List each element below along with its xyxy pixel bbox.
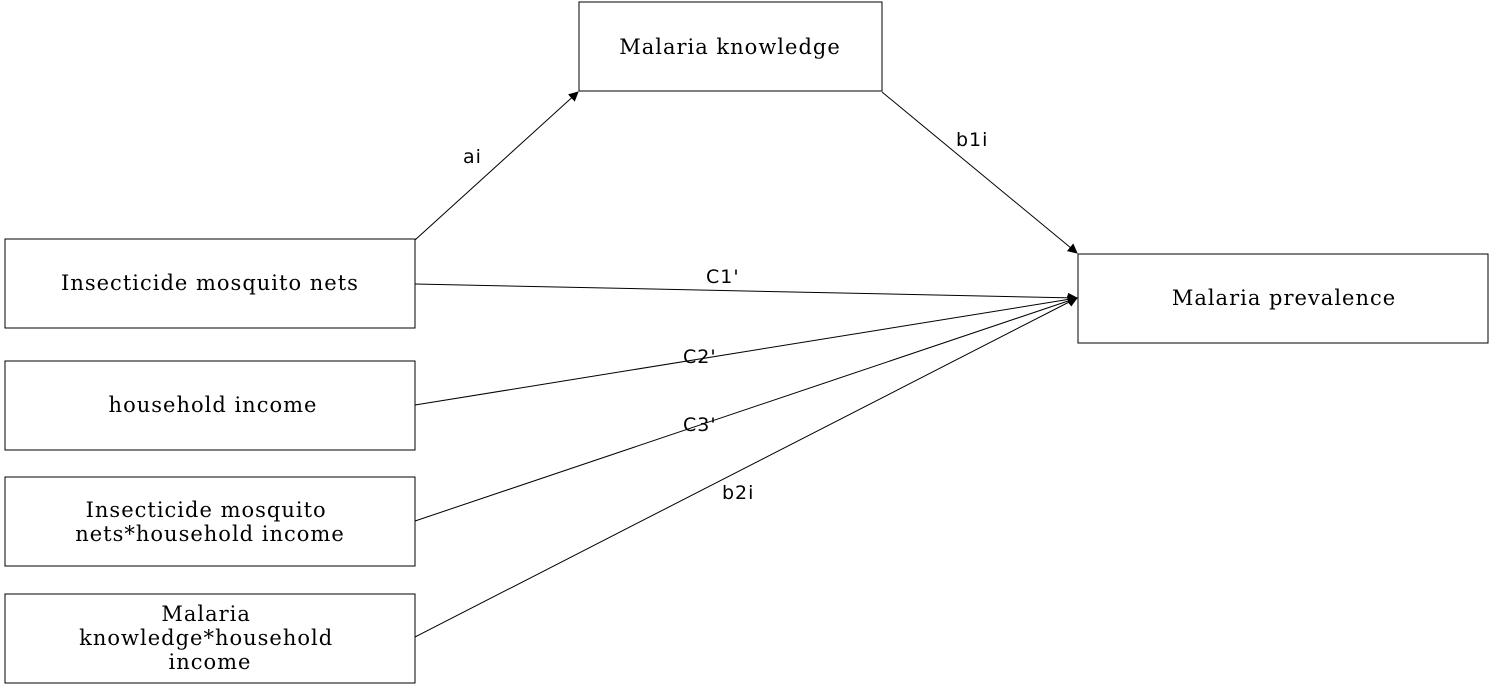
node-label: Malaria prevalence	[1172, 286, 1396, 310]
node-box	[4, 476, 416, 567]
edge-c1	[414, 283, 1078, 303]
node-label-line: income	[169, 650, 252, 674]
node-label-line: nets*household income	[75, 522, 345, 546]
node-box	[4, 238, 416, 329]
node-nets-x-income: Insecticide mosquito nets*household inco…	[4, 476, 416, 567]
edge-labels: ai b1i C1' C2' C3' b2i	[463, 129, 988, 504]
node-label: Insecticide mosquito nets*household inco…	[75, 498, 345, 546]
node-malaria-knowledge: Malaria knowledge	[578, 1, 883, 92]
edge-b2i	[414, 297, 1078, 638]
node-box	[578, 1, 883, 92]
node-household-income: household income	[4, 360, 416, 451]
node-box	[1077, 253, 1489, 344]
node-label: Malaria knowledge	[619, 35, 841, 59]
node-label-line: Malaria prevalence	[1172, 286, 1396, 310]
edge-b1i	[881, 91, 1078, 254]
edge-c2	[414, 294, 1078, 406]
node-insecticide-nets: Insecticide mosquito nets	[4, 238, 416, 329]
node-knowledge-x-income: Malaria knowledge*household income	[4, 593, 416, 684]
node-label: Insecticide mosquito nets	[61, 271, 359, 295]
node-label: Malaria knowledge*household income	[79, 602, 341, 674]
edge-label-b2i: b2i	[722, 482, 754, 504]
node-label-line: household income	[109, 393, 318, 417]
edge-label-b1i: b1i	[956, 129, 988, 151]
edges	[414, 91, 1078, 638]
node-box	[4, 593, 416, 684]
node-label-line: knowledge*household	[79, 626, 333, 650]
edge-label-c2: C2'	[683, 346, 717, 368]
node-label-line: Insecticide mosquito	[86, 498, 327, 522]
node-label-line: Malaria knowledge	[619, 35, 841, 59]
edge-c3	[414, 296, 1078, 522]
node-malaria-prevalence: Malaria prevalence	[1077, 253, 1489, 344]
node-label-line: Malaria	[161, 602, 251, 626]
node-label: household income	[109, 393, 318, 417]
edge-ai	[414, 91, 579, 241]
node-box	[4, 360, 416, 451]
node-label-line: Insecticide mosquito nets	[61, 271, 359, 295]
edge-label-c1: C1'	[706, 266, 740, 288]
edge-label-c3: C3'	[683, 414, 717, 436]
edge-label-ai: ai	[463, 146, 482, 168]
